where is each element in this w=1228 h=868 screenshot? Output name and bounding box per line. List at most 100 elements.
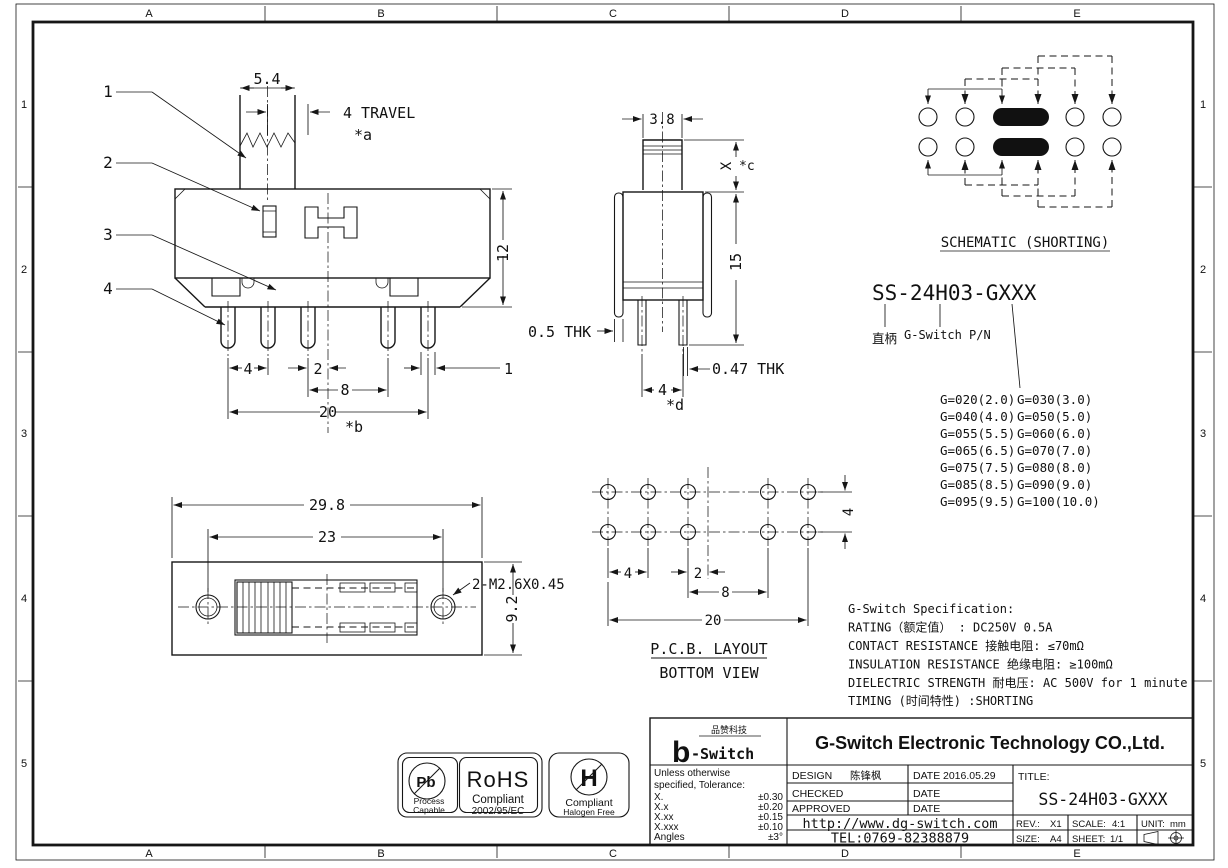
callout-number: 3: [103, 225, 113, 244]
top-view: 29.8 23 2-M2.6X0.45 9.2: [171, 496, 565, 656]
company-name: G-Switch Electronic Technology CO.,Ltd.: [815, 733, 1165, 753]
g-value: G=090(9.0): [1017, 477, 1092, 492]
spec-line: G-Switch Specification:: [848, 602, 1014, 616]
tolerance-key: X.xx: [654, 812, 673, 823]
tolerance-key: X.xxx: [654, 822, 678, 833]
g-value: G=060(6.0): [1017, 426, 1092, 441]
front-view-dim-height: 12: [462, 188, 512, 308]
zone-row-label: 1: [21, 99, 27, 111]
pcb-layout: 4 4 2 8 20 P.C.B. LAYOUT BOTTOM VIEW: [592, 467, 857, 682]
meta-row: REV.: X1 SCALE: 4:1 UNIT: mm SIZE: A4 SH…: [1016, 819, 1186, 845]
dimension-label: 3.8: [649, 112, 674, 128]
note-b: *b: [345, 418, 363, 436]
callout-number: 4: [103, 279, 113, 298]
side-view: 3.8 0.5 THK 0.47 THK 4 *d X *c 15: [528, 112, 784, 414]
g-value: G=075(7.5): [940, 460, 1015, 475]
top-view-dims: 29.8 23 2-M2.6X0.45 9.2: [171, 496, 565, 656]
g-value: G=020(2.0): [940, 392, 1015, 407]
g-value-table: G=020(2.0) G=030(3.0) G=040(4.0) G=050(5…: [940, 392, 1100, 509]
schematic-caption: SCHEMATIC (SHORTING): [941, 235, 1110, 251]
side-view-dim-x: X *c: [684, 139, 755, 346]
zone-row-label: 1: [1200, 99, 1206, 111]
tolerance-key: X.: [654, 792, 663, 803]
shorting-contact: [993, 108, 1049, 126]
dimension-label: 8: [340, 381, 349, 399]
front-view-dim-knob: 5.4: [240, 70, 295, 91]
side-view-dim-height: 15: [727, 194, 745, 343]
zone-col-label: B: [377, 848, 384, 860]
pn-note: G-Switch P/N: [904, 328, 991, 342]
g-value: G=050(5.0): [1017, 409, 1092, 424]
rev-value: X1: [1050, 819, 1062, 830]
dimension-label: 29.8: [309, 496, 345, 514]
date-label: DATE: [913, 770, 940, 782]
title-label: TITLE:: [1018, 771, 1050, 783]
design-label: DESIGN: [792, 770, 832, 782]
front-view-pins: [220, 301, 436, 356]
brand-label: -Switch: [691, 745, 754, 763]
dimension-label: X: [719, 161, 735, 170]
projection-symbol-icon: [1143, 830, 1184, 846]
front-view-handle: [239, 86, 296, 200]
tolerance-line: Unless otherwise: [654, 768, 731, 779]
pb-label: Pb: [416, 774, 435, 791]
note-a: *a: [354, 126, 372, 144]
thickness-note: 0.5 THK: [528, 323, 591, 341]
pcb-caption: BOTTOM VIEW: [659, 664, 759, 682]
checked-label: CHECKED: [792, 788, 844, 800]
zone-row-label: 4: [1200, 593, 1206, 605]
side-view-dim-pins: 4 *d: [641, 354, 684, 414]
g-value: G=030(3.0): [1017, 392, 1092, 407]
zone-col-label: B: [377, 8, 384, 20]
zone-row-label: 5: [21, 758, 27, 770]
tolerance-line: specified, Tolerance:: [654, 780, 745, 791]
dimension-label: 4: [624, 566, 632, 582]
tolerance-value: ±0.20: [758, 802, 783, 813]
rohs-label: RoHS: [467, 767, 530, 792]
part-number: SS-24H03-GXXX: [872, 281, 1037, 305]
spec-line: DIELECTRIC STRENGTH 耐电压: AC 500V for 1 m…: [848, 676, 1187, 690]
zone-col-label: D: [841, 8, 849, 20]
brand-logo: 品赞科技 b -Switch: [672, 724, 761, 769]
g-value: G=100(10.0): [1017, 494, 1100, 509]
front-view-body: [174, 188, 491, 433]
scale-value: 4:1: [1112, 819, 1125, 830]
badge-text: Capable: [413, 805, 445, 815]
front-view-travel: 4 TRAVEL *a: [246, 104, 415, 144]
part-number-block: SS-24H03-GXXX 直柄 G-Switch P/N G=020(2.0)…: [872, 281, 1100, 509]
zone-col-label: C: [609, 8, 617, 20]
approval-table: DESIGN 陈锋枫 DATE 2016.05.29 CHECKED DATE …: [792, 769, 996, 815]
brand-b-glyph: b: [672, 736, 690, 769]
zone-row-label: 3: [21, 428, 27, 440]
tolerance-key: X.x: [654, 802, 668, 813]
tolerance-value: ±3°: [768, 832, 783, 843]
badge-text: Halogen Free: [563, 807, 615, 817]
drawing-border: A B C D E A B C D E 1 2 3 4 5 1 2 3 4 5: [15, 3, 1215, 861]
zone-col-label: D: [841, 848, 849, 860]
telephone: TEL:0769-82388879: [831, 831, 969, 847]
zone-row-label: 5: [1200, 758, 1206, 770]
size-value: A4: [1050, 834, 1062, 845]
dimension-label: 2: [313, 360, 322, 378]
tolerance-key: Angles: [654, 832, 685, 843]
dimension-label: 1: [504, 360, 513, 378]
zone-col-label: A: [145, 8, 153, 20]
zone-row-label: 4: [21, 593, 27, 605]
date-label: DATE: [913, 803, 940, 815]
date-label: DATE: [913, 788, 940, 800]
g-value: G=095(9.5): [940, 494, 1015, 509]
spec-line: CONTACT RESISTANCE 接触电阻: ≤70mΩ: [848, 638, 1084, 653]
badge-text: Compliant: [472, 794, 525, 806]
side-view-dim-knob: 3.8: [622, 112, 703, 138]
thickness-note: 0.47 THK: [712, 360, 784, 378]
badge-text: 2002/95/EC: [472, 806, 525, 817]
pcb-caption: P.C.B. LAYOUT: [650, 640, 767, 658]
dimension-label: 23: [318, 528, 336, 546]
tolerance-table: Unless otherwise specified, Tolerance: X…: [654, 768, 783, 843]
dimension-label: 12: [494, 244, 512, 262]
handle-note: 直柄: [872, 331, 897, 346]
pb-free-icon: [408, 762, 446, 800]
h-label: H: [580, 765, 597, 792]
dimension-label: 4: [658, 381, 667, 399]
travel-note: 4 TRAVEL: [343, 104, 415, 122]
